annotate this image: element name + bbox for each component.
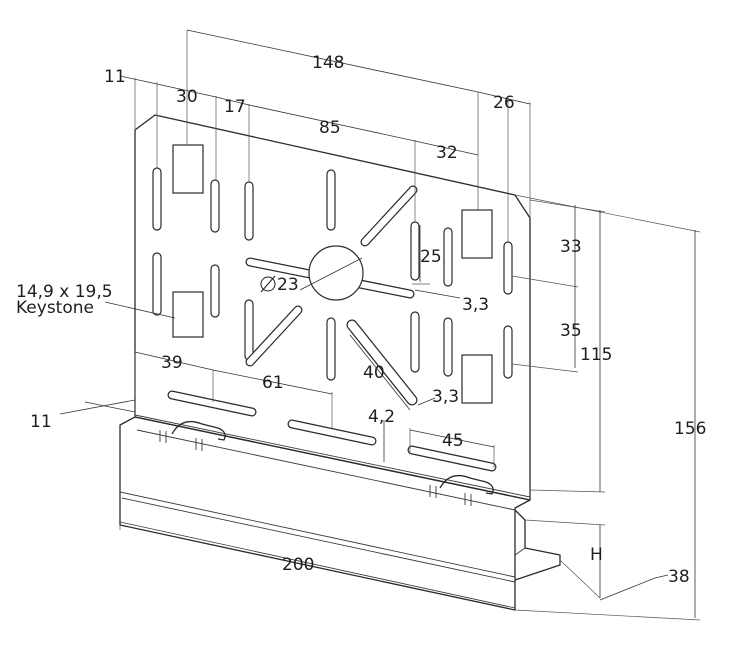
dim-4-2: 4,2 [368,407,395,427]
dim-115: 115 [580,345,612,365]
dimension-lines [59,29,701,621]
dim-3-3-a: 3,3 [462,295,489,315]
flange-outline [119,416,531,611]
dim-32: 32 [436,143,458,163]
dim-45: 45 [442,431,464,451]
keystone-label: Keystone [16,298,94,318]
dim-156: 156 [674,419,706,439]
dim-38: 38 [668,567,690,587]
dim-200: 200 [282,555,314,575]
dim-61: 61 [262,373,284,393]
dim-diameter-23: 23 [277,275,299,295]
dim-26: 26 [493,93,515,113]
dim-148: 148 [312,53,344,73]
dimension-labels: 148 11 30 17 85 32 26 33 25 35 115 156 3… [16,53,706,587]
dim-33: 33 [560,237,582,257]
dim-h: H [590,545,603,565]
diameter-label: 23 [260,275,299,295]
dim-39: 39 [161,353,183,373]
dim-30: 30 [176,87,198,107]
dim-85: 85 [319,118,341,138]
keystone-size-label: 14,9 x 19,5 [16,282,113,302]
dim-3-3-b: 3,3 [432,387,459,407]
dim-35: 35 [560,321,582,341]
dim-11-top: 11 [104,67,126,87]
dim-17: 17 [224,97,246,117]
plate-cutouts [152,144,513,472]
dim-25: 25 [420,247,442,267]
dim-40: 40 [363,363,385,383]
dim-11-side: 11 [30,412,52,432]
